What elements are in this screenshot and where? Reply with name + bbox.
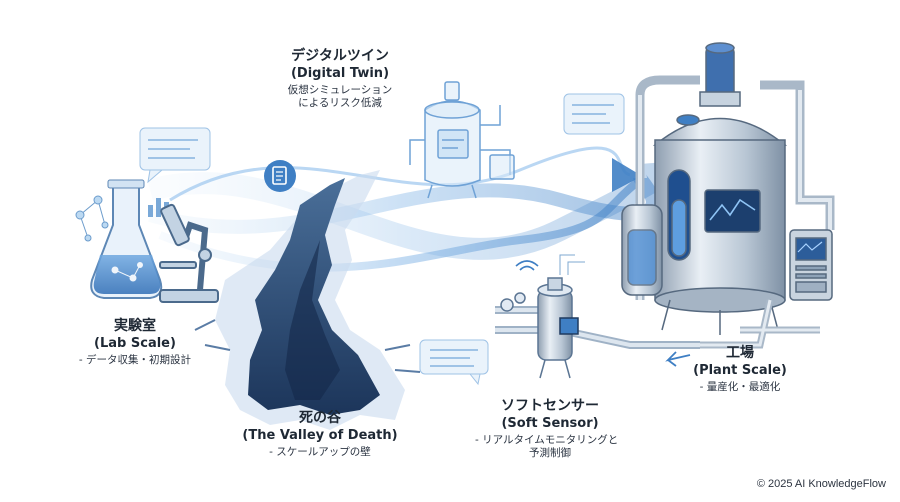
soft-sensor-unit xyxy=(495,254,700,379)
lab-scale-label: 実験室 (Lab Scale) - データ収集・初期設計 xyxy=(60,318,210,367)
valley-title-en: (The Valley of Death) xyxy=(242,427,398,443)
sensor-description-2: 予測制御 xyxy=(529,446,571,459)
digital-twin-label: デジタルツイン (Digital Twin) 仮想シミュレーション によるリスク… xyxy=(270,48,410,110)
sensor-title-jp: ソフトセンサー xyxy=(501,398,599,414)
twin-title-en: (Digital Twin) xyxy=(290,65,390,81)
chat-bubble-sensor xyxy=(419,339,489,386)
crack-fissure xyxy=(248,178,380,415)
valley-crack xyxy=(194,170,421,430)
document-icon xyxy=(264,160,296,192)
valley-label: 死の谷 (The Valley of Death) - スケールアップの壁 xyxy=(220,410,420,459)
plant-title-jp: 工場 xyxy=(726,345,754,361)
lab-title-jp: 実験室 xyxy=(114,318,156,334)
flow-stream xyxy=(148,174,660,234)
twin-title-jp: デジタルツイン xyxy=(291,48,389,64)
plant-scale-label: 工場 (Plant Scale) - 量産化・最適化 xyxy=(675,345,805,394)
lab-description: - データ収集・初期設計 xyxy=(78,353,192,366)
plant-title-en: (Plant Scale) xyxy=(693,362,787,378)
valley-description: - スケールアップの壁 xyxy=(269,445,371,458)
soft-sensor-label: ソフトセンサー (Soft Sensor) - リアルタイムモニタリングと 予測… xyxy=(475,398,625,460)
chat-bubble-plant xyxy=(563,93,625,135)
twin-description-1: 仮想シミュレーション xyxy=(287,83,393,96)
digital-twin-reactor xyxy=(409,81,515,199)
microscope-icon xyxy=(159,203,219,303)
sensor-title-en: (Soft Sensor) xyxy=(501,415,599,431)
crack-shadow xyxy=(285,240,340,400)
plant-reactor xyxy=(621,42,835,367)
lab-illustration xyxy=(75,127,219,303)
molecule-icon xyxy=(75,195,109,242)
copyright-notice: © 2025 AI KnowledgeFlow xyxy=(756,478,886,490)
flow-arrow-head xyxy=(612,158,642,192)
lab-title-en: (Lab Scale) xyxy=(94,335,176,351)
crack-edge xyxy=(194,319,421,373)
plant-description: - 量産化・最適化 xyxy=(699,380,781,393)
valley-title-jp: 死の谷 xyxy=(299,410,341,426)
data-flow-streams xyxy=(147,146,672,272)
twin-description-2: によるリスク低減 xyxy=(298,96,382,109)
sensor-description-1: - リアルタイムモニタリングと xyxy=(475,433,619,446)
